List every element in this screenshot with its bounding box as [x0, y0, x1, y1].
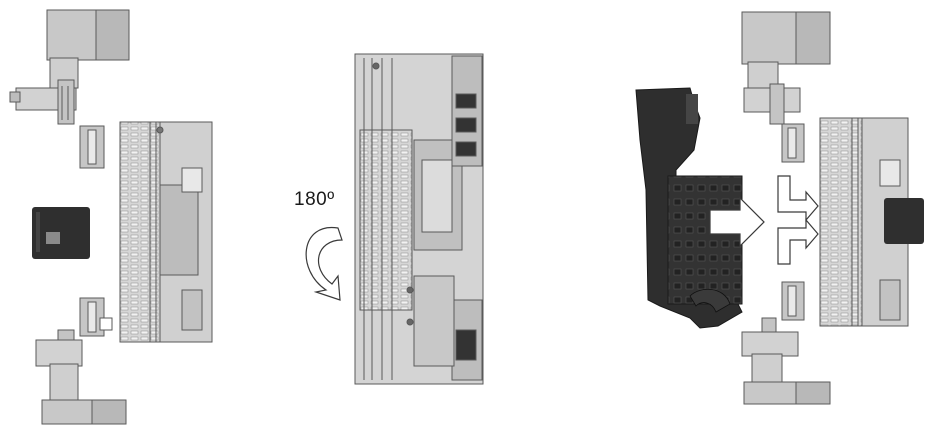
left-exploded-assembly — [9, 9, 213, 425]
rotation-step: 180º — [294, 53, 484, 385]
insert-lower-arrow-icon — [777, 218, 819, 265]
rotate-arrow-icon — [305, 226, 343, 301]
lower-contact-block — [79, 297, 113, 337]
right-lower-contact — [781, 281, 805, 321]
top-terminal-clamp — [9, 9, 130, 125]
right-assembly — [635, 11, 924, 405]
rotation-label: 180º — [294, 189, 335, 210]
right-bottom-terminal — [741, 317, 831, 405]
left-base-body — [119, 121, 213, 343]
right-dark-knob — [884, 198, 924, 244]
insert-cover-arrow-icon — [709, 196, 765, 248]
center-module-body — [354, 53, 484, 385]
dark-handle-knob — [32, 207, 90, 259]
right-top-terminal — [741, 11, 831, 125]
upper-contact-block — [79, 125, 105, 169]
insert-upper-arrow-icon — [777, 175, 819, 222]
dark-fuse-cover — [635, 87, 743, 329]
bottom-terminal-clamp — [35, 329, 127, 425]
right-upper-contact — [781, 123, 805, 163]
